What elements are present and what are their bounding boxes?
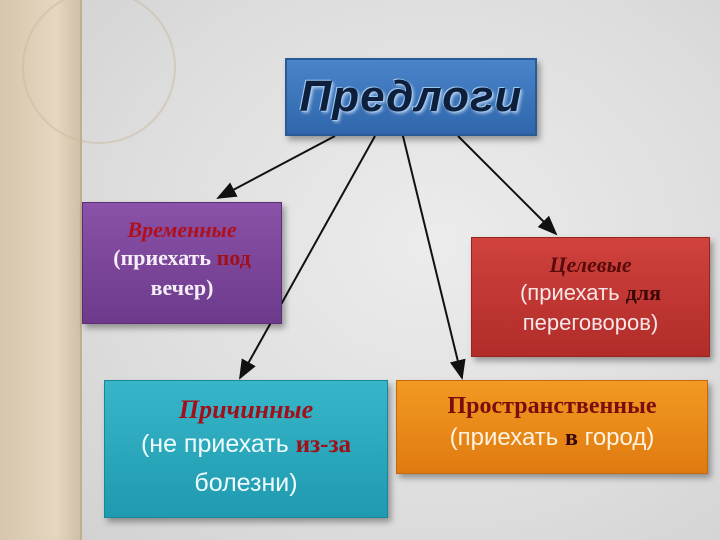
spatial-box: Пространственные (приехать в город) bbox=[396, 380, 708, 474]
spatial-example-line1: (приехать в город) bbox=[397, 420, 707, 456]
cause-heading: Причинные bbox=[178, 395, 314, 424]
temporal-example-line2: вечер) bbox=[150, 275, 214, 300]
temporal-heading: Временные bbox=[127, 217, 237, 242]
temporal-example-line1: (приехать под bbox=[83, 243, 281, 273]
spatial-heading: Пространственные bbox=[447, 393, 657, 419]
cause-example-line1: (не приехать из-за bbox=[105, 425, 387, 464]
temporal-example-pre: (приехать bbox=[113, 245, 217, 270]
spatial-example-pre: (приехать bbox=[449, 424, 565, 451]
goal-preposition: для bbox=[625, 280, 662, 305]
temporal-box: Временные (приехать под вечер) bbox=[82, 202, 282, 324]
goal-example-pre: (приехать bbox=[519, 280, 626, 305]
goal-heading: Целевые bbox=[549, 252, 632, 277]
page-title: Предлоги bbox=[299, 72, 523, 121]
cause-preposition: из-за bbox=[295, 431, 352, 458]
title-box: Предлоги bbox=[285, 58, 537, 136]
spatial-preposition: в bbox=[564, 425, 578, 451]
goal-box: Целевые (приехать для переговоров) bbox=[471, 237, 710, 357]
cause-box: Причинные (не приехать из-за болезни) bbox=[104, 380, 388, 518]
goal-example-line2: переговоров) bbox=[522, 310, 659, 335]
spatial-example-post: город) bbox=[577, 424, 655, 451]
temporal-preposition: под bbox=[216, 245, 251, 270]
cause-example-pre: (не приехать bbox=[140, 430, 296, 458]
goal-example-line1: (приехать для bbox=[472, 278, 709, 308]
cause-example-line2: болезни) bbox=[194, 469, 298, 497]
decor-arc bbox=[22, 0, 176, 144]
